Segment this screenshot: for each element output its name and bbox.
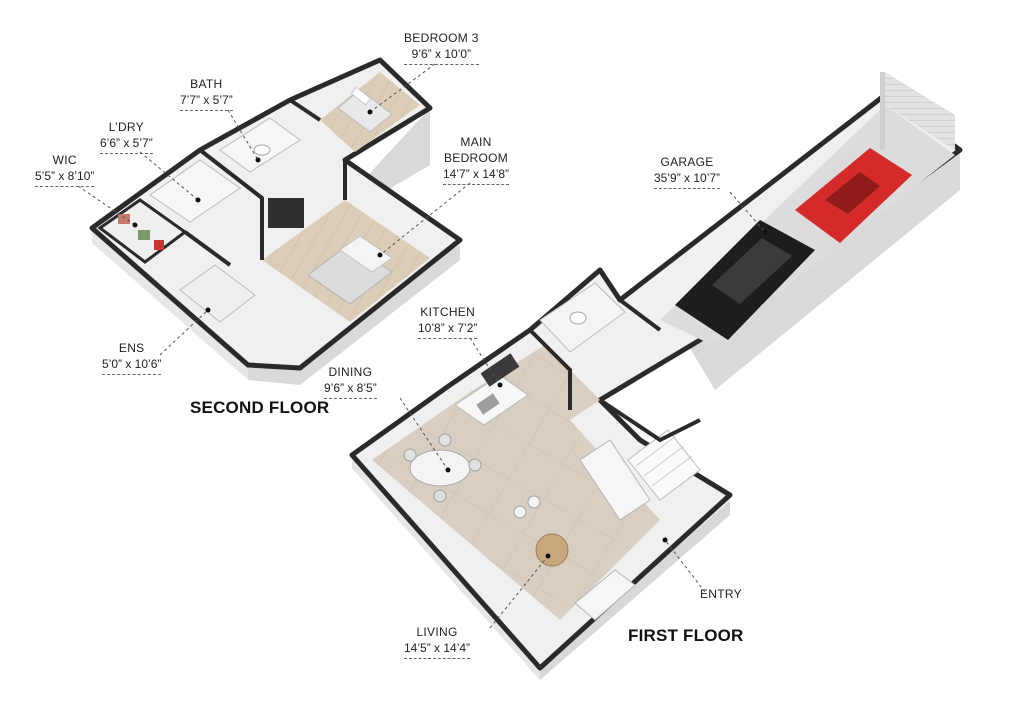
wall-face bbox=[685, 150, 960, 390]
room-name: MAIN bbox=[460, 135, 492, 149]
room-label-kitchen: KITCHEN 10’8” x 7’2” bbox=[418, 304, 478, 339]
room-label-ldry: L’DRY 6’6” x 5’7” bbox=[100, 119, 153, 154]
leader-ens bbox=[159, 309, 209, 356]
toilet-icon bbox=[569, 311, 587, 325]
interior-wall bbox=[198, 148, 264, 260]
leader-dot bbox=[497, 382, 503, 388]
clothes-icon bbox=[154, 240, 164, 250]
room-name: GARAGE bbox=[660, 155, 714, 169]
interior-wall bbox=[288, 98, 322, 122]
room-name: BATH bbox=[190, 77, 223, 91]
room-dimensions: 9’6” x 10’0” bbox=[404, 46, 479, 65]
room-label-garage: GARAGE 35’9” x 10’7” bbox=[654, 154, 721, 189]
room-label-entry: ENTRY bbox=[700, 586, 742, 602]
pillow-icon bbox=[350, 86, 372, 106]
stair-tread bbox=[635, 435, 677, 467]
leader-dot bbox=[662, 537, 668, 543]
room-name: BEDROOM 3 bbox=[404, 31, 479, 45]
room-label-main-bedroom: MAIN BEDROOM 14’7” x 14’8” bbox=[443, 134, 510, 185]
room-dimensions: 35’9” x 10’7” bbox=[654, 170, 721, 189]
clothes-icon bbox=[138, 230, 150, 240]
leader-dot bbox=[377, 252, 383, 258]
second-floor-plan bbox=[89, 57, 463, 385]
second-floor-title: SECOND FLOOR bbox=[190, 398, 330, 417]
leader-dot bbox=[132, 222, 138, 228]
leader-dot bbox=[195, 197, 201, 203]
wall-face bbox=[540, 500, 730, 680]
first-floor-plan bbox=[349, 72, 963, 680]
sink-icon bbox=[253, 144, 271, 156]
leader-dining bbox=[399, 397, 449, 471]
stair-tread bbox=[643, 445, 685, 477]
room-name-line-2: BEDROOM bbox=[443, 151, 509, 165]
laundry-floor bbox=[149, 159, 241, 223]
chair-icon bbox=[468, 458, 482, 472]
clothes-icon bbox=[118, 214, 130, 224]
pillow-icon bbox=[339, 235, 393, 273]
room-dimensions: 6’6” x 5’7” bbox=[100, 135, 153, 154]
wall-face bbox=[92, 228, 248, 380]
room-name: ENTRY bbox=[700, 587, 742, 601]
bed-icon bbox=[337, 89, 393, 133]
room-dimensions: 5’0” x 10’6” bbox=[102, 356, 162, 375]
garage-door bbox=[885, 72, 955, 150]
room-dimensions: 10’8” x 7’2” bbox=[418, 320, 478, 339]
dining-table-icon bbox=[409, 449, 471, 487]
leader-main-bedroom bbox=[379, 182, 471, 256]
chair-icon bbox=[438, 433, 452, 447]
coffee-table-icon bbox=[535, 533, 569, 567]
open-plan-floor bbox=[372, 345, 660, 620]
leader-entry bbox=[664, 539, 706, 593]
interior-wall bbox=[183, 230, 232, 267]
interior-wall bbox=[528, 328, 572, 410]
leader-dot bbox=[545, 553, 551, 559]
leader-garage bbox=[729, 191, 766, 233]
sideboard-icon bbox=[579, 439, 651, 521]
interior-wall bbox=[598, 398, 701, 443]
room-label-living: LIVING 14’5” x 14’4” bbox=[404, 624, 471, 659]
room-label-dining: DINING 9’6” x 8’5” bbox=[324, 364, 377, 399]
room-name: ENS bbox=[118, 341, 145, 355]
room-label-bath: BATH 7’7” x 5’7” bbox=[180, 76, 233, 111]
stool-icon bbox=[513, 505, 527, 519]
leader-dots bbox=[132, 109, 768, 559]
car-interior bbox=[825, 172, 880, 214]
room-name: LIVING bbox=[416, 625, 458, 639]
sink-icon bbox=[476, 393, 500, 415]
leader-ldry bbox=[139, 151, 199, 201]
room-dimensions: 14’5” x 14’4” bbox=[404, 640, 471, 659]
sofa-icon bbox=[574, 569, 636, 621]
leader-dot bbox=[367, 109, 373, 115]
leader-dot bbox=[445, 467, 451, 473]
first-floor-title: FIRST FLOOR bbox=[628, 626, 744, 645]
room-name: KITCHEN bbox=[420, 305, 476, 319]
room-name: DINING bbox=[328, 365, 373, 379]
wardrobe-block bbox=[268, 198, 304, 228]
interior-wall bbox=[618, 298, 662, 332]
room-label-ens: ENS 5’0” x 10’6” bbox=[102, 340, 162, 375]
stair-tread bbox=[651, 455, 693, 487]
car-roof bbox=[712, 238, 792, 304]
garage-door-frame bbox=[880, 72, 885, 150]
room-label-wic: WIC 5’5” x 8’10” bbox=[35, 152, 95, 187]
chair-icon bbox=[433, 489, 447, 503]
stool-icon bbox=[527, 495, 541, 509]
leader-dot bbox=[762, 229, 768, 235]
room-dimensions: 9’6” x 8’5” bbox=[324, 380, 377, 399]
leader-dot bbox=[255, 157, 261, 163]
leader-dot bbox=[205, 307, 211, 313]
room-label-bedroom-3: BEDROOM 3 9’6” x 10’0” bbox=[404, 30, 479, 65]
leader-lines bbox=[77, 63, 766, 629]
room-dimensions: 14’7” x 14’8” bbox=[443, 166, 510, 185]
room-dimensions: 7’7” x 5’7” bbox=[180, 92, 233, 111]
room-dimensions: 5’5” x 8’10” bbox=[35, 168, 95, 187]
room-name: L’DRY bbox=[108, 120, 144, 134]
stove-icon bbox=[480, 353, 520, 387]
leader-bath bbox=[227, 109, 259, 161]
leader-bedroom-3 bbox=[369, 63, 436, 113]
chair-icon bbox=[403, 448, 417, 462]
room-name: WIC bbox=[52, 153, 77, 167]
